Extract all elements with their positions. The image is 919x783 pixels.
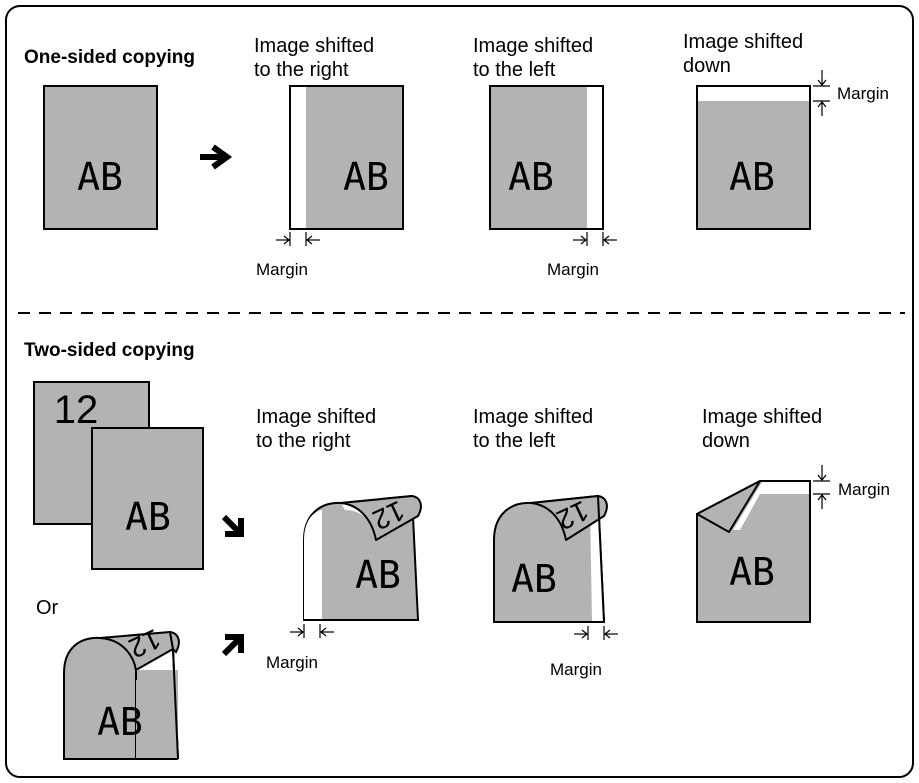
margin-indicator-icon [276, 232, 320, 246]
arrow-right-icon [200, 144, 233, 170]
one-sided-left-margin-label: Margin [547, 260, 599, 279]
outer-frame [5, 5, 914, 778]
margin-indicator-icon [290, 624, 334, 638]
arrow-down-right-icon [221, 514, 244, 537]
two-sided-left-caption: Image shifted to the left [473, 406, 599, 452]
two-sided-right-page: AB 12 [303, 495, 422, 621]
one-sided-right-caption: Image shifted to the right [254, 35, 380, 81]
two-sided-left-margin-label: Margin [550, 660, 602, 679]
two-sided-down-page: AB [696, 480, 811, 623]
margin-indicator-icon [573, 232, 617, 246]
one-sided-right-page: AB [289, 85, 404, 230]
one-sided-original-page: AB [43, 85, 158, 230]
margin-indicator-icon [813, 70, 830, 116]
margin-indicator-icon [574, 626, 618, 640]
two-sided-right-caption: Image shifted to the right [256, 406, 382, 452]
one-sided-down-margin-label: Margin [837, 84, 889, 103]
two-sided-right-front-text: AB [355, 553, 401, 597]
one-sided-original-text: AB [77, 155, 123, 199]
booklet-front-text: AB [97, 700, 143, 744]
one-sided-left-page-text: AB [508, 155, 554, 199]
arrow-up-right-icon [221, 634, 244, 657]
two-sided-front-page: AB [91, 427, 204, 570]
one-sided-left-page: AB [489, 85, 604, 230]
two-sided-booklet-page: AB 12 [63, 623, 180, 760]
one-sided-heading: One-sided copying [24, 47, 195, 68]
one-sided-left-caption: Image shifted to the left [473, 35, 599, 81]
margin-indicator-icon [813, 465, 830, 509]
one-sided-down-caption: Image shifted down [683, 31, 809, 77]
two-sided-left-front-text: AB [511, 557, 557, 601]
two-sided-heading: Two-sided copying [24, 340, 195, 361]
two-sided-left-page: AB 12 [493, 495, 608, 623]
one-sided-down-page-text: AB [729, 155, 775, 199]
or-label: Or [36, 597, 59, 619]
two-sided-down-caption: Image shifted down [702, 406, 828, 452]
one-sided-right-page-text: AB [343, 155, 389, 199]
two-sided-down-margin-label: Margin [838, 480, 890, 499]
two-sided-front-page-text: AB [125, 495, 171, 539]
one-sided-down-page: AB [696, 85, 811, 230]
two-sided-right-margin-label: Margin [266, 653, 318, 672]
two-sided-back-page-text: 12 [54, 388, 99, 432]
one-sided-right-margin-label: Margin [256, 260, 308, 279]
two-sided-down-front-text: AB [729, 550, 775, 594]
